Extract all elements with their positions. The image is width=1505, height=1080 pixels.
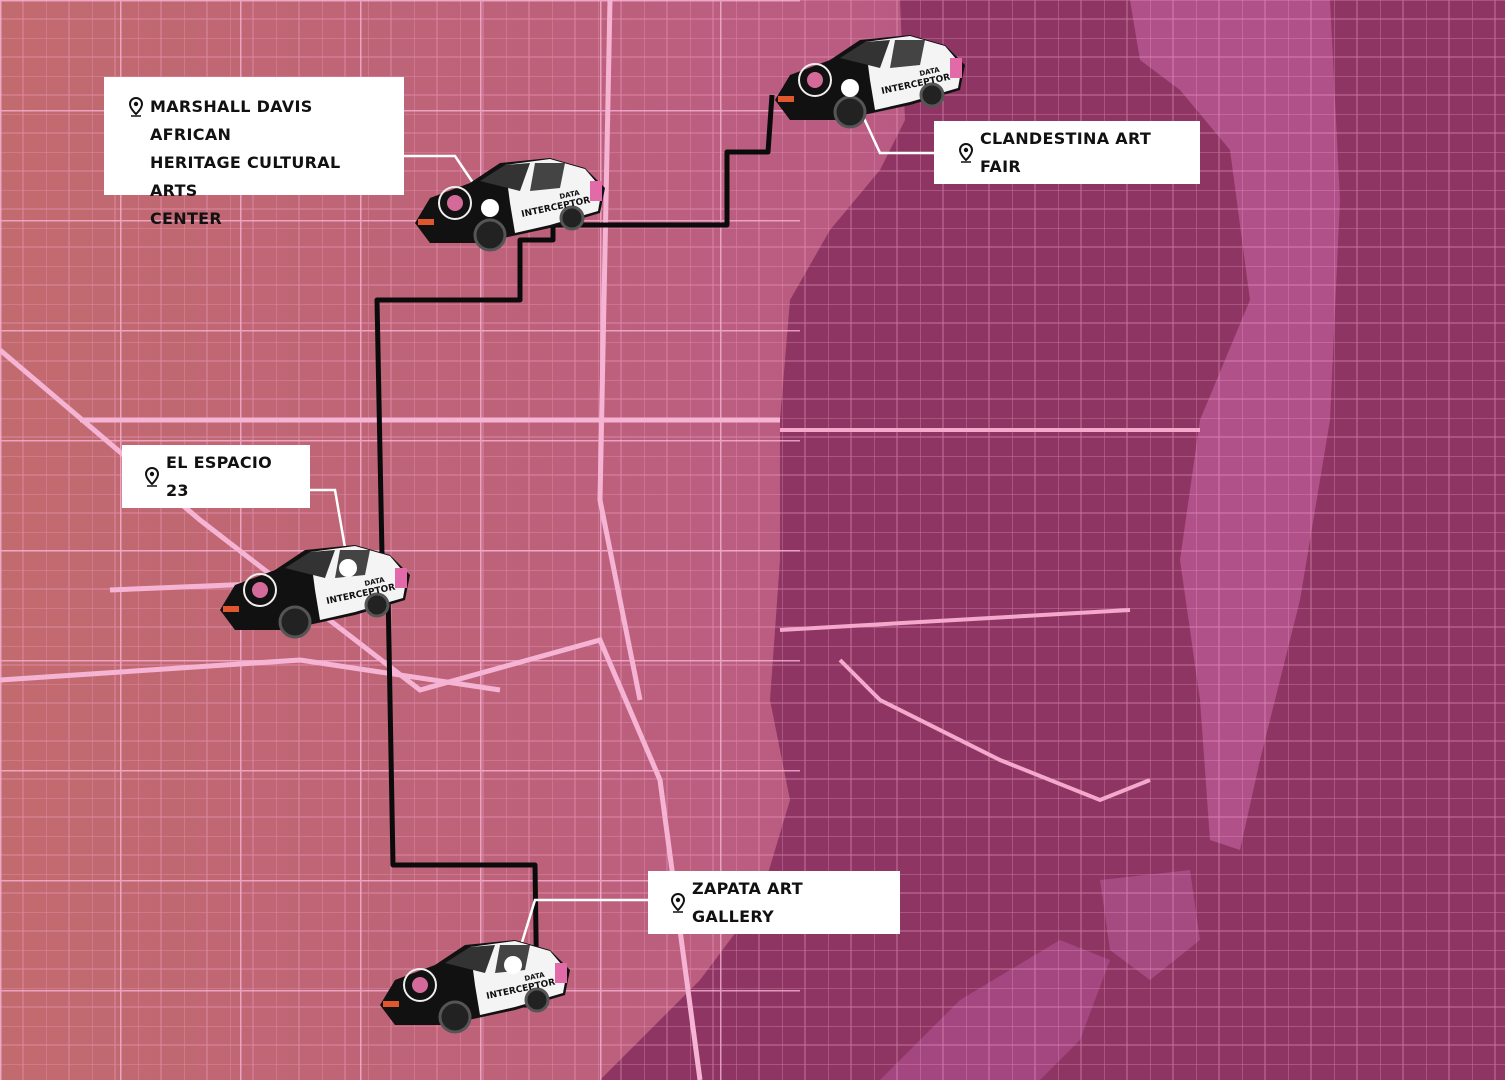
location-label-zapata[interactable]: ZAPATA ART GALLERY [648,871,900,934]
map-pin-icon [670,892,686,913]
location-label-el-espacio[interactable]: EL ESPACIO 23 [122,445,310,508]
causeway [779,428,1200,803]
map-pin-icon [958,142,974,163]
highway [0,0,780,1080]
car-marshall-davis[interactable]: DATA INTERCEPTOR [413,156,607,252]
car-zapata[interactable]: DATA INTERCEPTOR [378,938,572,1034]
map-pin-icon [144,466,160,487]
location-label-clandestina[interactable]: CLANDESTINA ART FAIR [934,121,1200,184]
car-el-espacio[interactable]: DATA INTERCEPTOR [218,543,412,639]
location-label-marshall-davis[interactable]: MARSHALL DAVIS AFRICAN HERITAGE CULTURAL… [104,77,404,228]
car-clandestina[interactable]: DATA INTERCEPTOR [773,33,967,129]
location-name: CLANDESTINA ART FAIR [980,128,1152,176]
map-pin-icon [128,97,144,117]
route-line [374,94,775,1008]
location-name: MARSHALL DAVIS AFRICAN HERITAGE CULTURAL… [150,97,341,228]
anchor-dots [339,79,859,974]
location-name: EL ESPACIO 23 [166,452,273,500]
location-name: ZAPATA ART GALLERY [692,878,803,926]
